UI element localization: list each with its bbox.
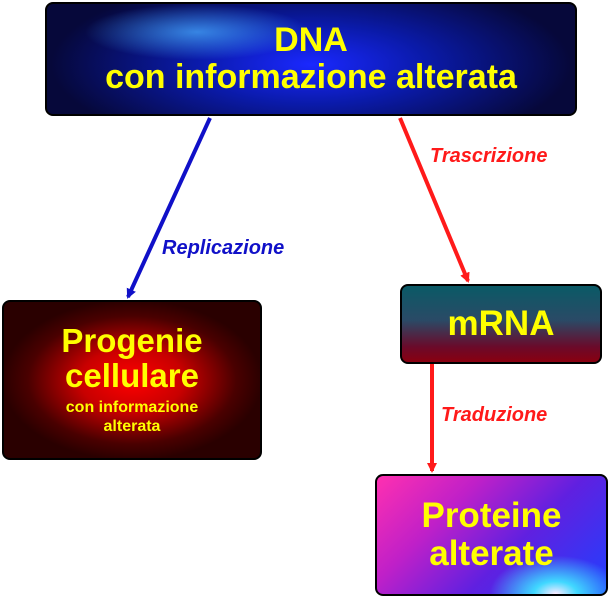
progeny-title-line2: cellulare	[65, 356, 199, 394]
dna-subtitle: con informazione alterata	[105, 58, 517, 96]
mrna-node: mRNA	[400, 284, 602, 364]
progeny-title-line1: Progenie	[61, 321, 203, 359]
transcription-arrow	[398, 117, 470, 283]
mrna-title: mRNA	[447, 304, 555, 344]
replication-label: Replicazione	[162, 237, 285, 259]
proteins-node: Proteine alterate	[375, 474, 608, 596]
proteins-title-line1: Proteine	[421, 496, 562, 536]
progeny-subtitle-line2: alterata	[103, 417, 161, 435]
proteins-title-line2: alterate	[429, 534, 554, 573]
translation-label: Traduzione	[441, 404, 548, 426]
progeny-subtitle-line1: con informazione	[65, 399, 199, 417]
progeny-node: Progenie cellulare con informazione alte…	[2, 300, 262, 460]
replication-arrow	[126, 117, 212, 299]
dna-node: DNA con informazione alterata	[45, 2, 577, 116]
transcription-label: Trascrizione	[430, 145, 548, 167]
progeny-subtitle: con informazione alterata	[66, 399, 198, 436]
dna-title: DNA	[274, 21, 348, 60]
